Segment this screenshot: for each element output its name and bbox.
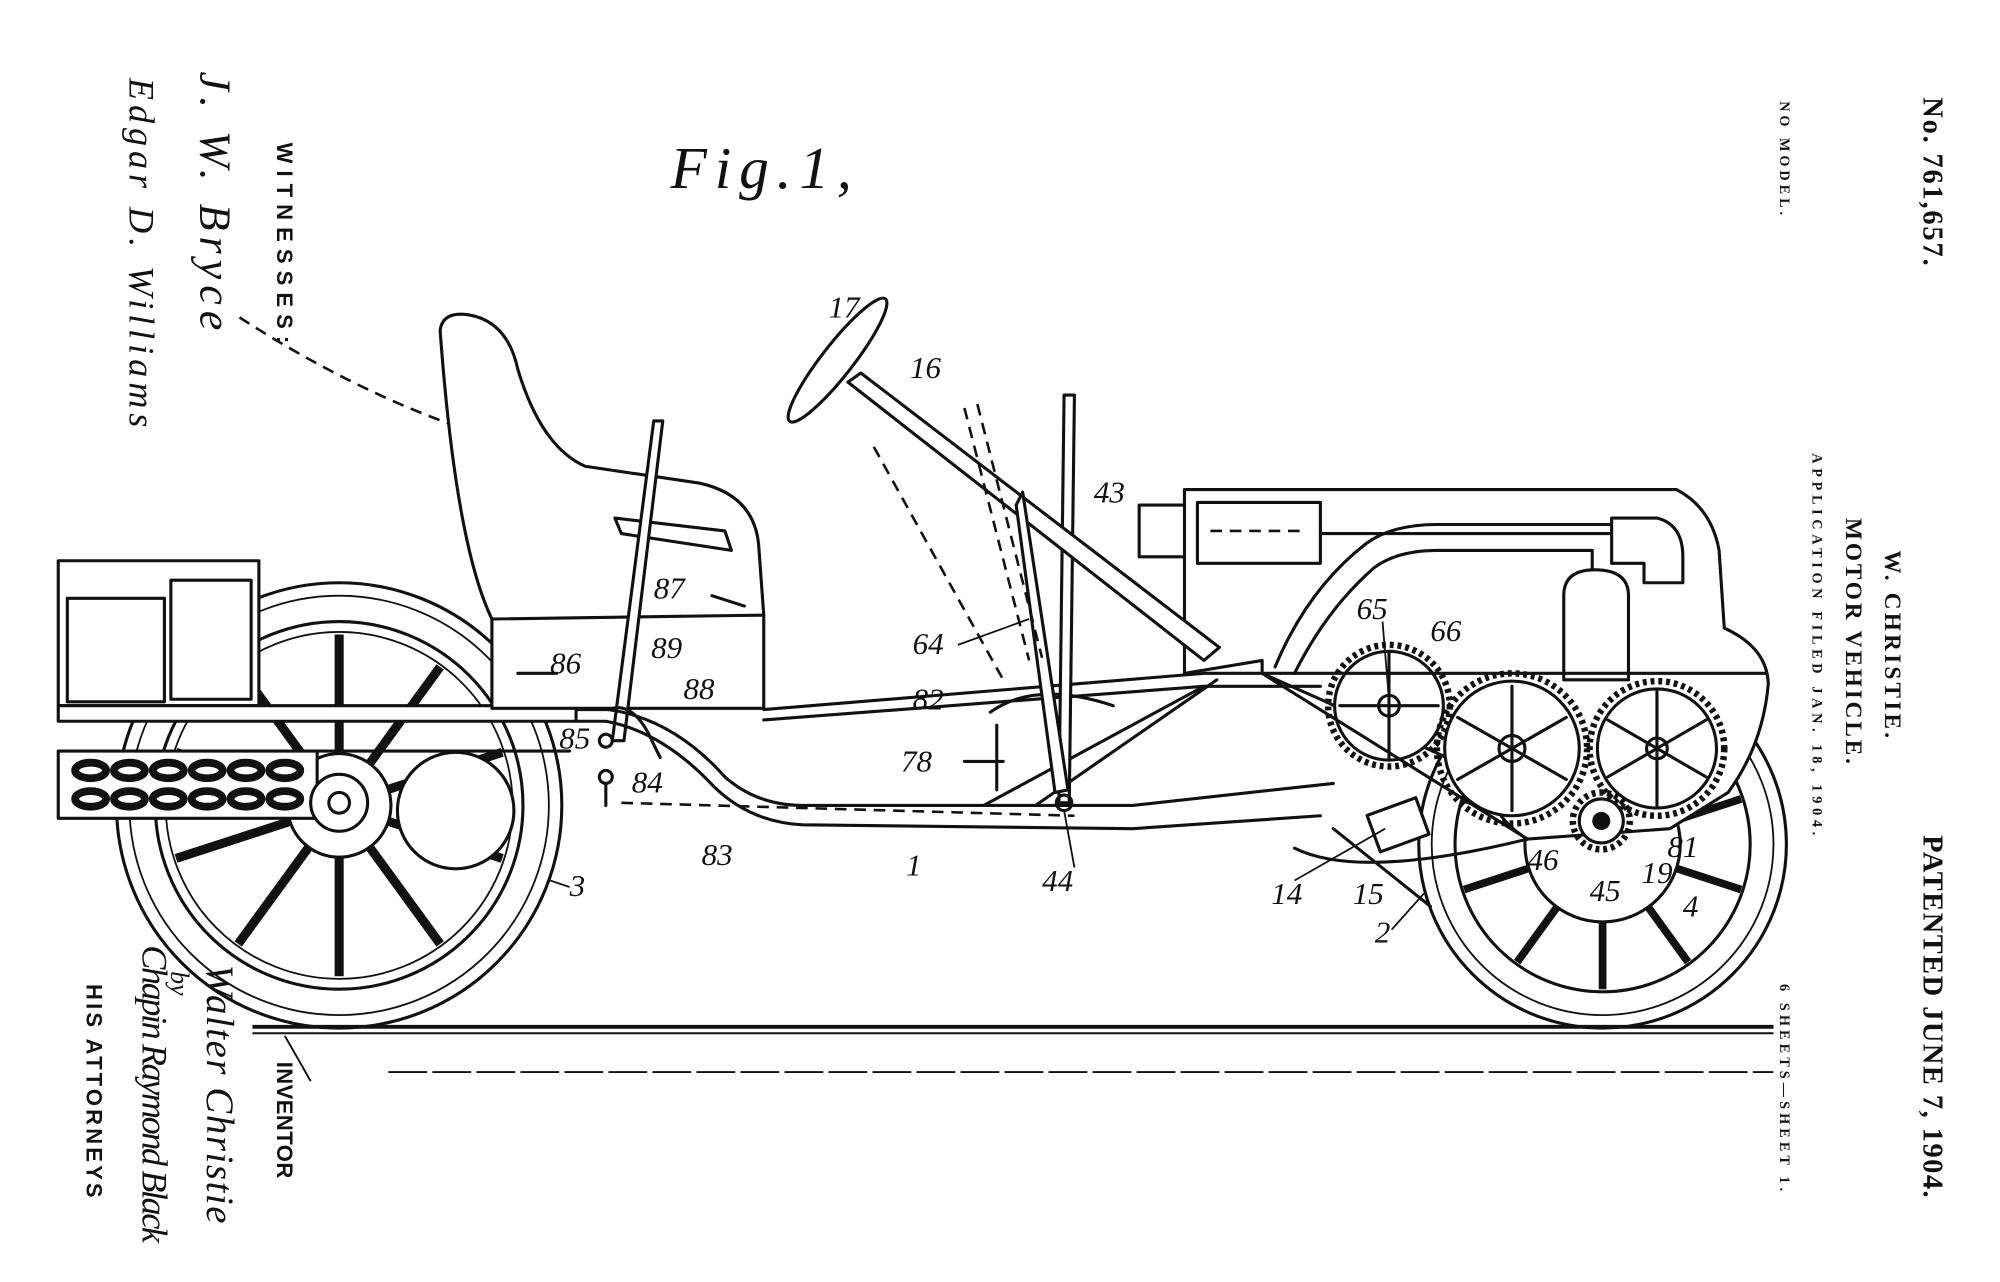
inventor-name-header: W. CHRISTIE. xyxy=(1879,550,1905,738)
ref-86: 86 xyxy=(550,645,582,680)
engine-cylinder xyxy=(1562,568,1631,682)
ref-4: 4 xyxy=(1683,889,1699,924)
ref-84: 84 xyxy=(632,764,663,799)
ref-78: 78 xyxy=(901,744,933,779)
ref-82: 82 xyxy=(913,682,944,717)
sheet-count: 6 SHEETS—SHEET 1. xyxy=(1776,984,1792,1191)
by-word: by xyxy=(165,971,194,996)
invention-title: MOTOR VEHICLE. xyxy=(1840,518,1866,764)
ref-64: 64 xyxy=(913,626,944,661)
exhaust-elbow xyxy=(1610,516,1685,585)
ground-line xyxy=(252,1024,1774,1082)
witness-signature-1: J. W. Bryce xyxy=(191,71,240,330)
patent-number: No. 761,657. xyxy=(1917,97,1948,265)
rear-box xyxy=(56,559,261,708)
ref-14: 14 xyxy=(1271,876,1302,911)
ref-88: 88 xyxy=(683,671,715,706)
figure-label: Fig.1, xyxy=(670,135,852,201)
ref-1: 1 xyxy=(906,847,922,882)
ref-45: 45 xyxy=(1590,873,1621,908)
ref-66: 66 xyxy=(1430,613,1462,648)
brake-box xyxy=(1365,796,1431,854)
carburetor xyxy=(1137,503,1187,559)
patented-date: PATENTED JUNE 7, 1904. xyxy=(1917,835,1948,1197)
ref-44: 44 xyxy=(1042,863,1073,898)
application-filed: APPLICATION FILED JAN. 18, 1904. xyxy=(1808,453,1824,835)
ref-83: 83 xyxy=(702,837,733,872)
ref-19: 19 xyxy=(1641,855,1673,890)
reference-numerals: 17 16 43 64 65 66 82 78 87 86 89 88 85 8… xyxy=(550,289,1698,949)
pinion-45 xyxy=(1569,789,1634,853)
witness-leader-line xyxy=(238,316,460,429)
ref-2: 2 xyxy=(1375,915,1391,950)
gear-81 xyxy=(1586,677,1728,819)
attorneys-label: HIS ATTORNEYS xyxy=(82,984,107,1198)
ref-16: 16 xyxy=(910,350,942,385)
inventor-label: INVENTOR xyxy=(272,1062,297,1179)
ref-85: 85 xyxy=(559,720,590,755)
ref-81: 81 xyxy=(1667,829,1698,864)
ref-3: 3 xyxy=(569,868,586,903)
steering-wheel xyxy=(786,296,889,424)
ref-17: 17 xyxy=(828,289,861,324)
ref-89: 89 xyxy=(651,630,683,665)
rear-frame xyxy=(56,704,578,871)
steering-column xyxy=(786,296,1221,795)
witness-signature-2: Edgar D. Williams xyxy=(121,77,161,428)
no-model-note: NO MODEL. xyxy=(1776,101,1792,215)
lever-43 xyxy=(1054,393,1076,813)
ref-46: 46 xyxy=(1528,842,1560,877)
ref-43: 43 xyxy=(1094,474,1125,509)
seat xyxy=(438,312,766,710)
leader-lines xyxy=(549,618,1425,931)
witnesses-label: WITNESSES: xyxy=(272,143,297,344)
chassis-frame xyxy=(574,671,1769,908)
ref-65: 65 xyxy=(1357,591,1388,626)
ref-15: 15 xyxy=(1353,876,1384,911)
fuel-tank xyxy=(1195,500,1322,565)
attorney-signature: Chapin Raymond Black xyxy=(134,945,174,1244)
ref-87: 87 xyxy=(654,570,687,605)
